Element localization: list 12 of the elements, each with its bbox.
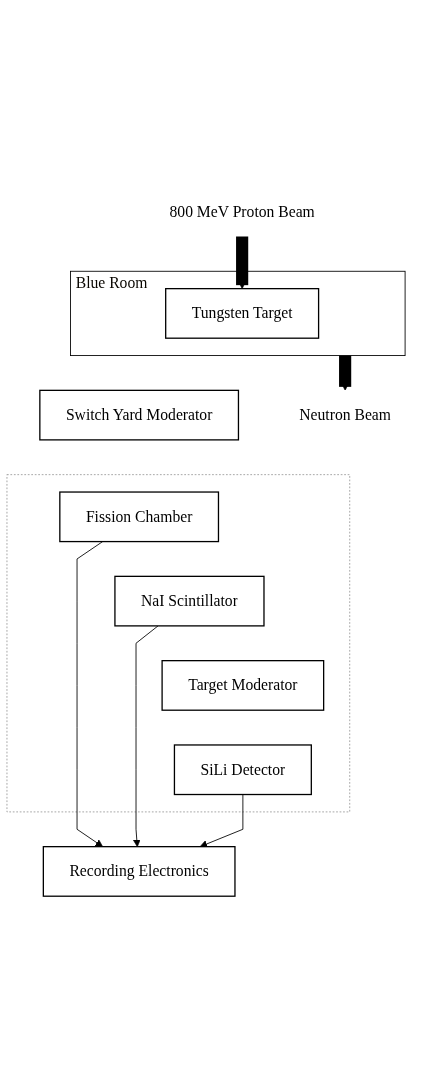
node-box: Target Moderator — [161, 660, 325, 712]
node-box: Switch Yard Moderator — [39, 390, 240, 441]
node-box: NaI Scintillator — [114, 576, 265, 627]
node-box: Fission Chamber — [59, 491, 220, 543]
cluster — [6, 474, 351, 813]
arrow — [339, 356, 352, 392]
node-box: Tungsten Target — [165, 288, 320, 340]
node-box: Recording Electronics — [42, 846, 236, 898]
node-text: Neutron Beam — [299, 406, 391, 424]
node-box: SiLi Detector — [173, 744, 312, 796]
node-text: 800 MeV Proton Beam — [169, 203, 315, 221]
arrow — [236, 236, 249, 290]
